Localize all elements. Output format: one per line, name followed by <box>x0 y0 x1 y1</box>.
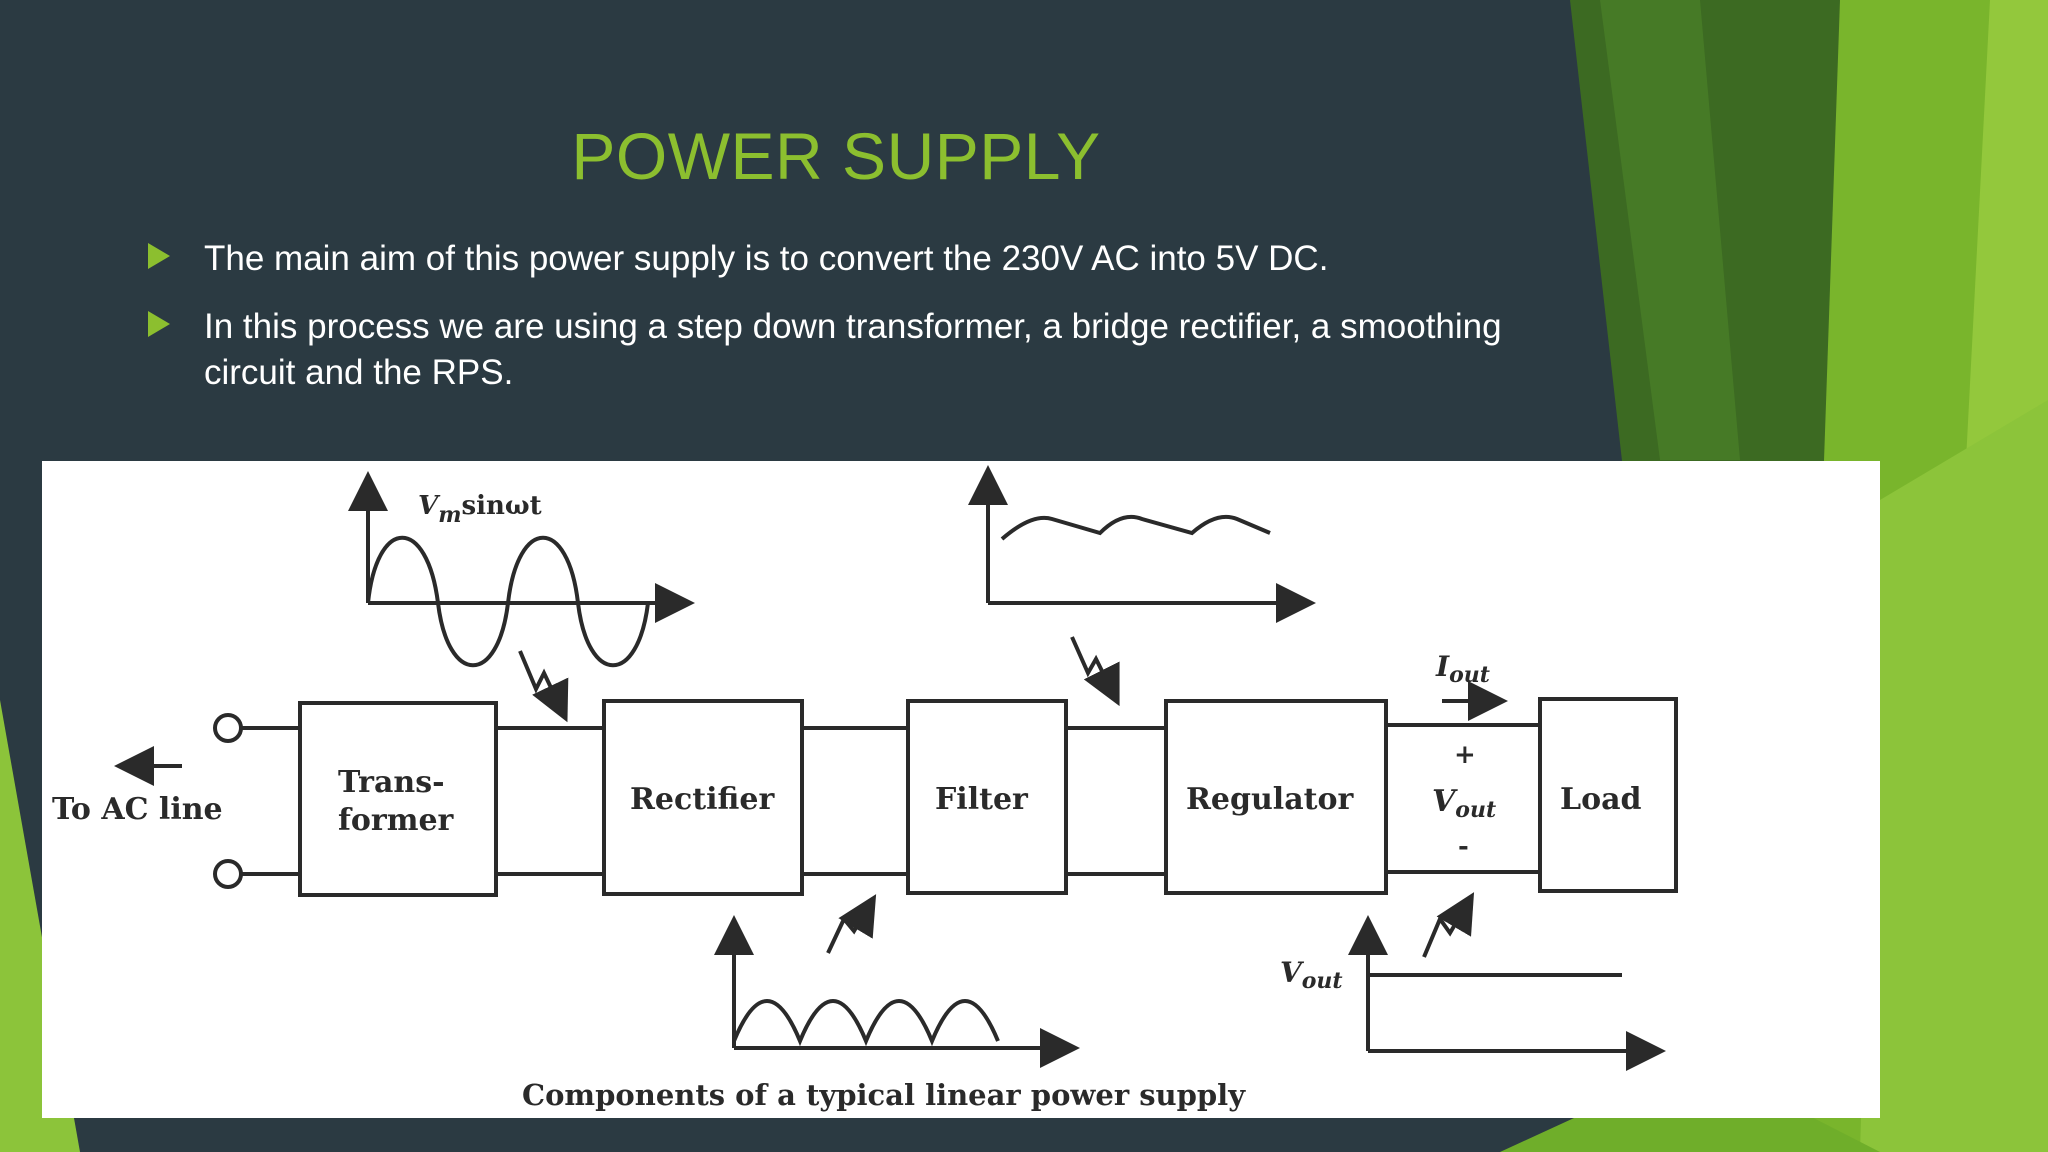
transformer-label-2: former <box>338 803 455 838</box>
vout-label: Vout <box>1432 784 1496 823</box>
bullet-2: In this process we are using a step down… <box>148 304 1568 396</box>
minus-sign: - <box>1458 832 1469 862</box>
filter-label: Filter <box>935 782 1029 817</box>
sine-wave <box>366 535 650 667</box>
bullet-1-text: The main aim of this power supply is to … <box>204 239 1329 278</box>
transformer-block <box>298 701 498 897</box>
regulator-label: Regulator <box>1186 782 1355 817</box>
terminal-top <box>213 713 243 743</box>
filter-block <box>906 699 1068 895</box>
load-label: Load <box>1560 782 1642 817</box>
bullet-1: The main aim of this power supply is to … <box>148 236 1568 284</box>
triangle-bullet-icon <box>148 243 170 269</box>
regulator-block <box>1164 699 1388 895</box>
ac-line-label: To AC line <box>52 792 223 827</box>
iout-label: Iout <box>1435 650 1490 688</box>
rectifier-label: Rectifier <box>630 782 775 817</box>
load-block <box>1538 697 1678 893</box>
rectified-waveform <box>732 999 1000 1047</box>
slide-title: POWER SUPPLY <box>571 119 1101 193</box>
power-supply-diagram: To AC line Trans- former Rectifier Filte… <box>42 461 1880 1118</box>
diagram-caption: Components of a typical linear power sup… <box>522 1078 1246 1112</box>
vout-graph-label: Vout <box>1280 956 1343 994</box>
ripple-waveform <box>1000 514 1271 541</box>
transformer-label-1: Trans- <box>338 765 445 800</box>
vm-sin-label: Vmsinωt <box>418 491 542 528</box>
triangle-bullet-icon <box>148 311 170 337</box>
bullet-2-text: In this process we are using a step down… <box>204 307 1502 392</box>
terminal-bottom <box>213 859 243 889</box>
plus-sign: + <box>1454 740 1476 770</box>
rectifier-block <box>602 699 804 896</box>
